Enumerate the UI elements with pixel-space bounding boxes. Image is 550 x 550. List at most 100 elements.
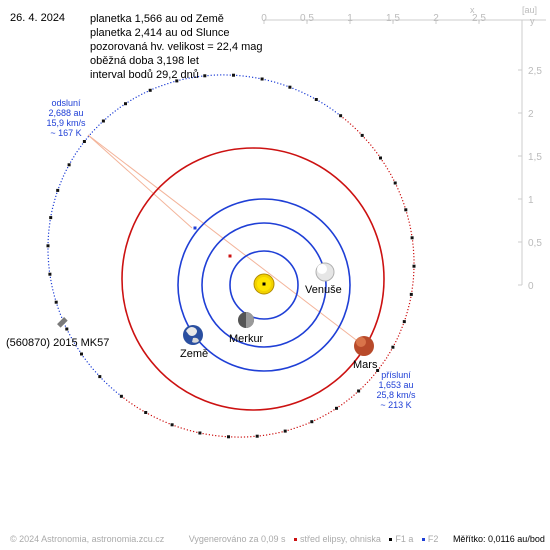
asteroid-orbit-dot [189,430,192,432]
asteroid-orbit-dot [92,368,94,370]
asteroid-orbit-dot [329,107,331,109]
asteroid-orbit-dot [135,96,137,98]
asteroid-orbit-dot [364,383,366,386]
asteroid-orbit-dot [50,214,52,216]
asteroid-orbit-dot [386,357,388,359]
asteroid-orbit-dot [91,131,93,133]
asteroid-orbit-dot [310,95,312,98]
asteroid-orbit-dot [210,74,212,76]
footer: © 2024 Astronomia, astronomia.zcu.cz Vyg… [10,534,547,544]
asteroid-orbit-dot [221,435,223,437]
asteroid-position-point [56,188,60,192]
asteroid-orbit-dot [413,253,415,255]
asteroid-orbit-dot [49,223,51,225]
asteroid-orbit-dot [59,313,61,315]
sun [253,273,275,295]
asteroid-label: (560870) 2015 MK57 [6,337,109,349]
asteroid-orbit-dot [383,162,385,164]
asteroid-orbit-points [46,73,416,439]
asteroid-orbit-dot [48,226,50,228]
asteroid-orbit-dot [74,153,76,155]
asteroid-orbit-dot [412,246,414,248]
asteroid-position-point [198,431,202,435]
asteroid-orbit-dot [411,287,413,289]
asteroid-orbit-dot [328,412,330,414]
asteroid-orbit-dot [402,200,404,202]
asteroid-orbit-dot [150,414,152,417]
asteroid-position-point [65,327,69,331]
mercury-shade [246,312,254,328]
asteroid-orbit-dot [299,425,301,427]
asteroid-orbit-dot [412,240,414,242]
asteroid-orbit-dot [400,329,402,331]
asteroid-orbit-dot [56,192,58,194]
earth-land [186,327,197,336]
aphelion-title: odsluní [51,98,81,108]
asteroid-orbit-dot [278,432,280,434]
x-tick-label: 2 [433,13,439,24]
asteroid-orbit-dot [255,77,257,79]
asteroid-orbit-dot [193,430,195,433]
asteroid-orbit-dot [396,185,398,187]
asteroid-orbit-dot [155,87,157,89]
y-tick-label: 2 [528,109,534,120]
info-block: planetka 1,566 au od Země planetka 2,414… [90,12,263,82]
asteroid-orbit-dot [322,415,324,417]
asteroid-orbit-dot [64,325,66,327]
asteroid-orbit-dot [55,195,57,197]
asteroid-orbit-dot [131,403,133,405]
asteroid-orbit-dot [146,91,148,93]
asteroid-orbit-dot [349,123,352,125]
x-tick-label: 0,5 [300,13,314,24]
asteroid-orbit-dot [60,181,62,183]
asteroid-orbit-dot [191,77,193,79]
perihelion-speed: 25,8 km/s [376,390,416,400]
asteroid-orbit-dot [267,79,269,82]
asteroid-orbit-dot [86,361,88,363]
asteroid-orbit-dot [413,275,415,277]
asteroid-orbit-dot [293,427,295,429]
asteroid-orbit-dot [337,113,339,115]
asteroid-orbit-dot [401,197,403,199]
x-tick-label: 1 [347,13,353,24]
asteroid-orbit-dot [413,271,415,274]
y-tick-label: 1 [528,195,534,206]
x-tick-label: 2,5 [472,13,486,24]
asteroid-orbit-dot [385,165,387,167]
asteroid-orbit-dot [105,118,107,120]
asteroid-orbit-dot [374,149,376,151]
asteroid-orbit-dot [78,148,80,150]
asteroid-orbit-dot [173,81,175,83]
asteroid-position-point [48,272,52,276]
asteroid: (560870) 2015 MK57 [6,317,109,349]
asteroid-orbit-dot [50,279,52,282]
asteroid-orbit-dot [226,74,228,76]
asteroid-orbit-dot [79,350,81,352]
asteroid-orbit-dot [365,139,368,141]
asteroid-orbit-dot [355,392,357,394]
asteroid-orbit-dot [402,323,404,326]
asteroid-orbit-dot [248,76,250,78]
mercury-orbit [229,250,299,320]
asteroid-orbit-dot [118,393,120,395]
asteroid-orbit-dot [319,417,321,419]
asteroid-orbit-dot [345,119,347,121]
asteroid-orbit-dot [388,171,390,173]
info-magnitude: pozorovaná hv. velikost = 22,4 mag [90,41,263,53]
asteroid-orbit-dot [48,267,50,269]
asteroid-orbit-dot [142,410,144,412]
asteroid-orbit-dot [314,419,316,421]
y-tick-label: 2,5 [528,66,542,77]
asteroid-orbit-dot [47,242,49,244]
asteroid-orbit-dot [245,75,247,77]
asteroid-orbit-dot [158,86,160,88]
asteroid-orbit-dot [243,436,246,438]
asteroid-orbit-dot [153,416,155,418]
asteroid-orbit-dot [161,85,163,87]
asteroid-orbit-dot [180,427,182,429]
asteroid-orbit-dot [404,318,406,320]
asteroid-orbit-dot [341,404,343,406]
asteroid-orbit-dot [272,433,274,435]
asteroid-orbit-dot [53,295,55,297]
asteroid-position-point [203,74,207,78]
